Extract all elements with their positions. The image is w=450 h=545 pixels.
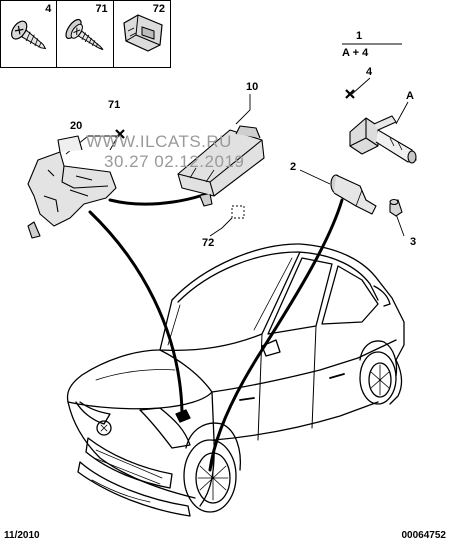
- clip-location-square: [231, 205, 245, 219]
- car-illustration: [66, 243, 405, 517]
- bracket-part-20[interactable]: [27, 135, 117, 239]
- callout-71[interactable]: 71: [108, 99, 121, 111]
- thumbnail-number: 72: [152, 3, 166, 15]
- thumbnail-part-71[interactable]: 71: [57, 1, 114, 67]
- cross-marker: [115, 129, 125, 139]
- tpms-sensor-assembly-a[interactable]: [349, 115, 417, 164]
- fixing-point-markers: [115, 89, 355, 139]
- callout-72[interactable]: 72: [202, 237, 215, 249]
- thumbnail-number: 4: [45, 3, 52, 15]
- control-module-part-10[interactable]: [177, 125, 265, 207]
- thumbnail-part-4[interactable]: 4: [1, 1, 58, 67]
- callout-4[interactable]: 4: [366, 66, 373, 78]
- watermark-line-1: WWW.ILCATS.RU: [86, 132, 232, 151]
- callout-10[interactable]: 10: [246, 81, 259, 93]
- callout-3[interactable]: 3: [410, 236, 417, 248]
- set-composition: A + 4: [342, 47, 369, 59]
- thumbnail-strip: 4 71 72: [0, 0, 171, 68]
- set-number[interactable]: 1: [356, 30, 363, 42]
- thumbnail-part-72[interactable]: 72: [114, 1, 170, 67]
- footer-date: 11/2010: [4, 530, 40, 541]
- valve-stem-part-2[interactable]: [330, 174, 377, 215]
- footer-code: 00064752: [401, 530, 447, 541]
- watermark-line-2: 30.27 02.12.2019: [104, 152, 245, 171]
- callout-2[interactable]: 2: [290, 161, 297, 173]
- callout-a[interactable]: A: [406, 90, 414, 102]
- clip-icon: [123, 14, 163, 52]
- screw-with-washer-icon: [65, 18, 104, 51]
- callout-20[interactable]: 20: [70, 120, 83, 132]
- valve-cap-part-3[interactable]: [389, 198, 403, 217]
- screw-icon: [11, 20, 47, 50]
- thumbnail-number: 71: [95, 3, 108, 15]
- cross-marker: [345, 89, 355, 99]
